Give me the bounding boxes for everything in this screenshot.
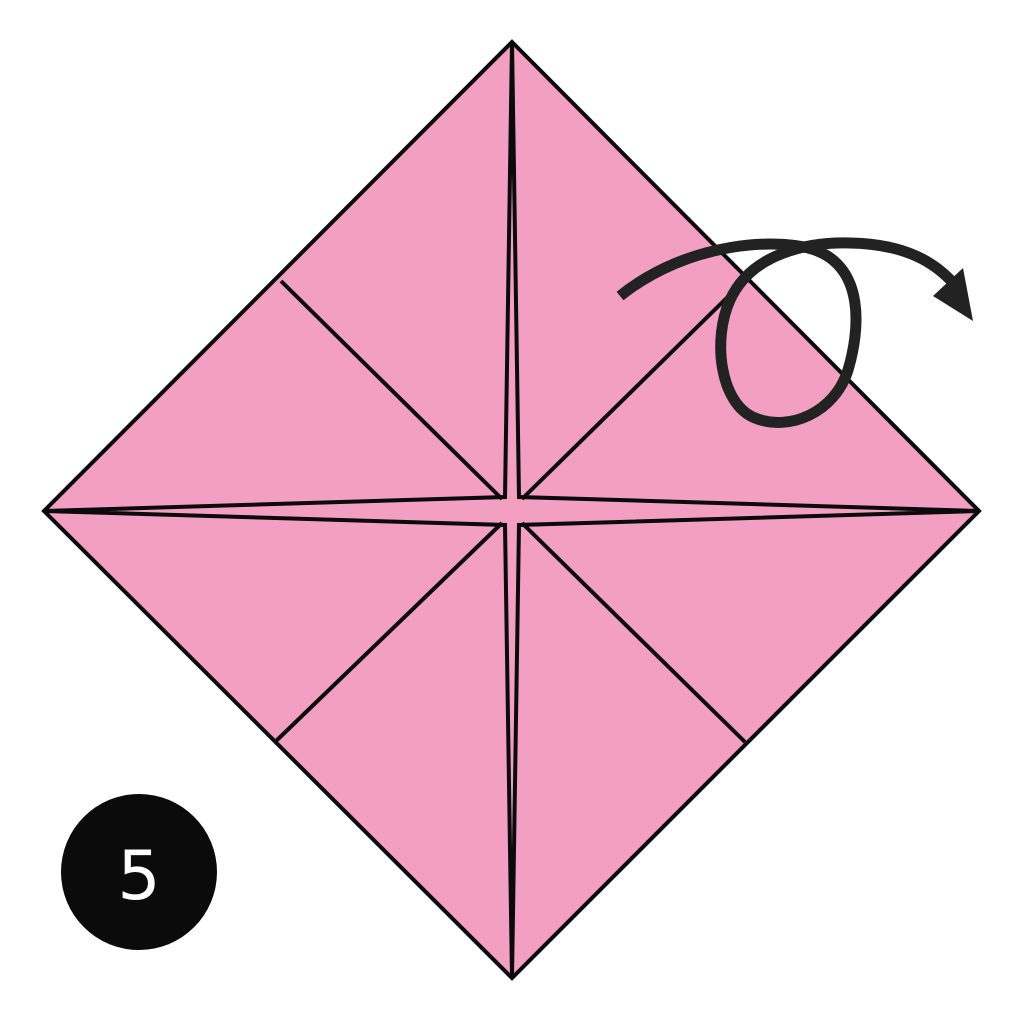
turn-over-arrow-path: [616, 237, 960, 428]
fold-line-top-right: [520, 278, 747, 501]
turn-over-arrow-icon: [616, 237, 973, 428]
step-badge-circle: [61, 794, 217, 950]
fold-lines: [273, 278, 747, 744]
fold-line-bottom-right: [520, 521, 747, 744]
step-number: 5: [117, 837, 160, 916]
fold-line-bottom-left: [273, 521, 504, 744]
center-flaps: [43, 41, 980, 979]
arrowhead: [933, 268, 973, 321]
step-badge: 5: [61, 794, 217, 950]
center-star-outline: [43, 41, 980, 979]
fold-line-top-left: [279, 279, 504, 501]
